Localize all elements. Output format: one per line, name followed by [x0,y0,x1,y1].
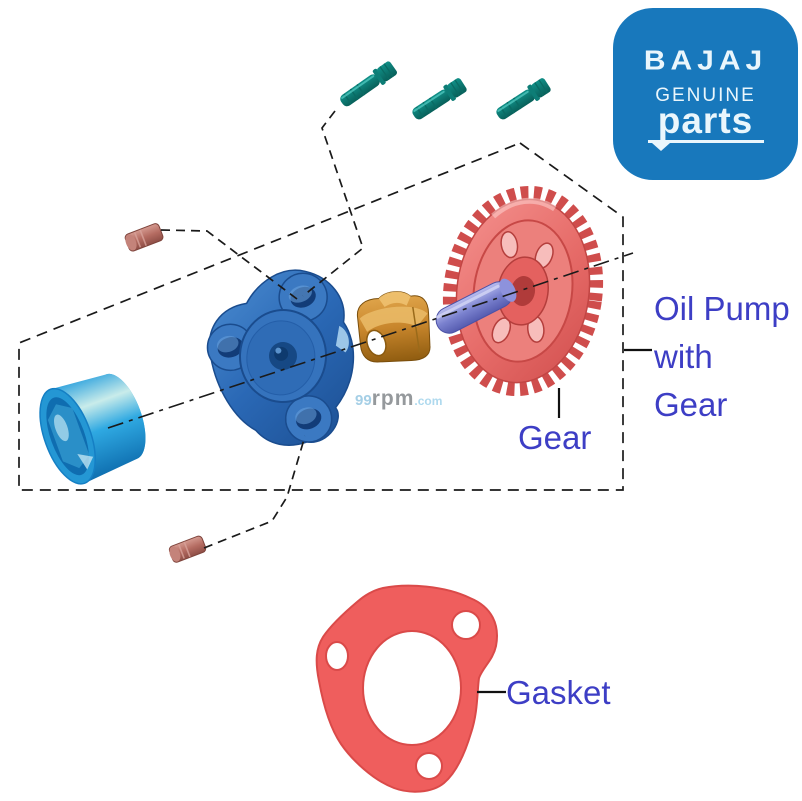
oil-pump-label-line1: Oil Pump [654,290,790,327]
logo-brand-text: BAJAJ [643,45,768,76]
inner-rotor [357,291,431,363]
logo-genuine-text: GENUINE [655,85,756,106]
watermark-prefix: 99 [355,392,372,409]
gasket [315,584,498,793]
logo-underline-arrow-icon [651,143,670,151]
dowel-pin-bottom [168,535,207,563]
oil-pump-with-gear-label: Oil Pump with Gear [654,285,790,429]
bolt-leader-line [302,110,364,297]
oil-pump-label-line2: with [654,338,713,375]
mounting-bolt-1 [340,61,397,107]
watermark-word: rpm [371,387,415,410]
bajaj-genuine-parts-logo: BAJAJ GENUINE parts [613,8,798,180]
oil-pump-label-line3: Gear [654,386,728,423]
dowel-pin-top [124,223,164,252]
mounting-bolt-2 [412,78,467,120]
outer-rotor-cup [39,373,146,485]
watermark-99rpm: 99 rpm .com [355,387,442,411]
watermark-suffix: .com [414,394,443,408]
center-axis-line [107,252,634,429]
pin-bottom-leader-line [203,435,306,549]
logo-underline [647,140,764,151]
gasket-label: Gasket [506,674,611,711]
pump-housing [206,269,355,446]
mounting-bolt-3 [496,78,551,120]
logo-parts-text: parts [657,100,754,141]
pump-gear [442,185,604,397]
pin-top-leader-line [160,229,298,300]
gear-label: Gear [518,419,592,456]
